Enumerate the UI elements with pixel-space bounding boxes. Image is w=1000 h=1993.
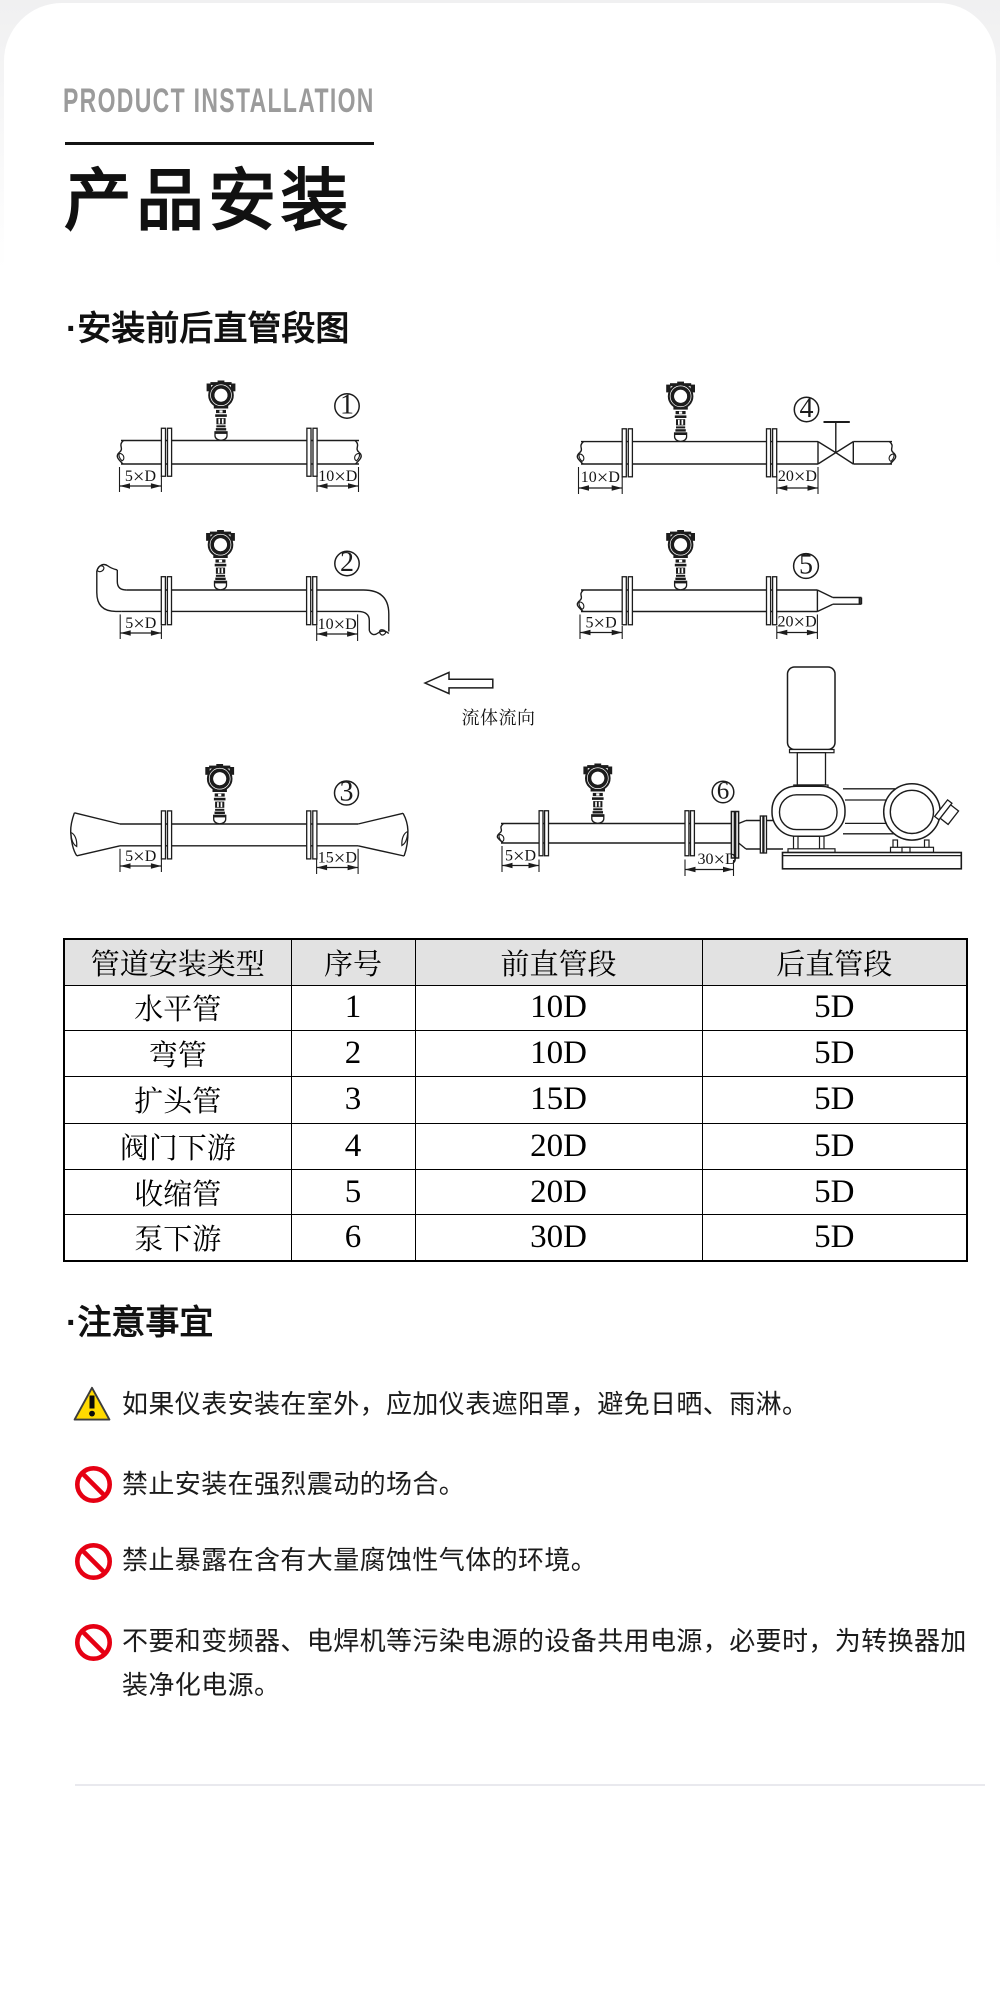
svg-text:5: 5: [799, 550, 813, 581]
svg-text:5×D: 5×D: [125, 466, 156, 488]
svg-text:5×D: 5×D: [505, 846, 536, 868]
svg-text:10×D: 10×D: [318, 614, 357, 636]
svg-text:5×D: 5×D: [125, 846, 156, 868]
svg-text:1: 1: [340, 390, 354, 421]
svg-text:2: 2: [340, 547, 354, 578]
svg-text:4: 4: [800, 393, 814, 424]
svg-text:20×D: 20×D: [778, 466, 817, 488]
svg-text:30×D: 30×D: [697, 849, 736, 871]
svg-text:20×D: 20×D: [778, 612, 817, 634]
svg-text:流体流向: 流体流向: [462, 708, 536, 728]
svg-text:10×D: 10×D: [581, 467, 620, 489]
svg-text:3: 3: [340, 777, 354, 808]
svg-text:5×D: 5×D: [586, 613, 617, 635]
svg-text:6: 6: [717, 778, 730, 805]
svg-text:10×D: 10×D: [318, 466, 357, 488]
svg-text:15×D: 15×D: [318, 848, 357, 870]
svg-text:5×D: 5×D: [125, 613, 156, 635]
